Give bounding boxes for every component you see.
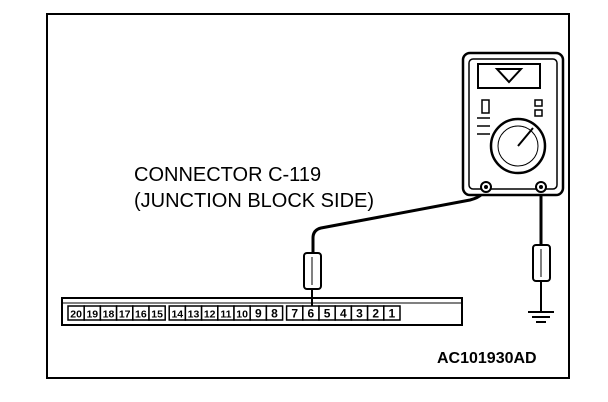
connector-pin-2: 2 — [372, 307, 379, 321]
connector-pin-8: 8 — [271, 307, 278, 321]
probe-lead-left — [303, 183, 488, 306]
connector-pin-14: 14 — [171, 309, 183, 321]
multimeter-scale — [477, 117, 490, 135]
multimeter-button-right-top — [534, 99, 543, 107]
multimeter-jack-com-center — [484, 185, 488, 189]
connector-pin-9: 9 — [255, 307, 262, 321]
connector-title: CONNECTOR C-119 — [134, 164, 321, 186]
connector-pin-11: 11 — [220, 309, 231, 321]
probe-lead-right — [528, 188, 554, 323]
multimeter-display-pointer — [494, 68, 524, 84]
connector-pin-12: 12 — [204, 309, 216, 321]
connector-pin-17: 17 — [119, 309, 131, 321]
diagram-frame — [46, 13, 570, 379]
multimeter-dial-pointer — [517, 127, 534, 147]
multimeter-jack-v-center — [539, 185, 543, 189]
connector-pin-7: 7 — [291, 307, 298, 321]
connector-pin-16: 16 — [135, 309, 147, 321]
connector-pin-cell-1 — [383, 305, 401, 321]
connector-pin-4: 4 — [340, 307, 347, 321]
connector-pin-cell-15 — [148, 305, 166, 321]
connector-pin-18: 18 — [103, 309, 115, 321]
multimeter-button-left — [481, 99, 490, 114]
multimeter-body-inner — [468, 58, 558, 190]
connector-pin-3: 3 — [356, 307, 363, 321]
figure-code: AC101930AD — [437, 350, 537, 367]
connector-pin-20: 20 — [70, 309, 82, 321]
connector-pin-13: 13 — [188, 309, 200, 321]
ground-symbol-icon — [528, 305, 554, 323]
connector-pin-19: 19 — [86, 309, 98, 321]
connector-pin-10: 10 — [236, 309, 248, 321]
connector-subtitle: (JUNCTION BLOCK SIDE) — [134, 190, 374, 212]
multimeter-button-right-bottom — [534, 109, 543, 117]
connector-pin-cell-8 — [265, 305, 284, 321]
connector-pin-15: 15 — [151, 309, 163, 321]
multimeter-icon — [461, 51, 565, 197]
multimeter-dial-inner — [497, 125, 539, 167]
connector-pin-1: 1 — [389, 307, 396, 321]
connector-pin-6: 6 — [308, 307, 315, 321]
connector-pin-5: 5 — [324, 307, 331, 321]
